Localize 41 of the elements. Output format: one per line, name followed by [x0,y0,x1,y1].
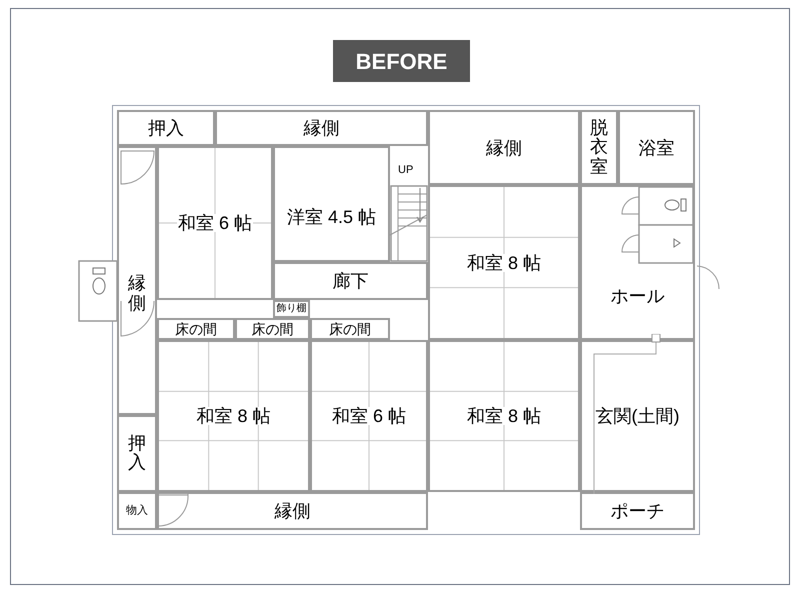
room-outline [157,492,428,530]
room-outline [215,110,428,146]
room-outline [117,110,215,146]
room-label: 和室 8 帖 [466,254,542,272]
room-outline [157,318,235,340]
room-outline [580,340,695,492]
room-label: 縁側 [274,502,312,520]
room-label: 物入 [125,506,149,516]
room-label: 浴室 [638,138,676,156]
room-outline [273,262,428,300]
room-outline [117,492,157,530]
room-label: 押入 [127,434,147,474]
room-outline [117,415,157,492]
room-label: 和室 6 帖 [177,214,253,232]
stair-direction-label: UP [398,165,414,176]
room-outline [580,110,618,185]
room-outline [273,300,310,318]
room-label: 飾り棚 [276,304,308,314]
room-outline [273,146,390,262]
title-banner: BEFORE [333,40,470,82]
room-label: 床の間 [174,322,218,336]
room-label: ホール [610,286,666,305]
room-outline [117,146,157,415]
room-outline [618,110,695,185]
room-label: 床の間 [250,322,294,336]
room-label: 和室 6 帖 [331,407,407,425]
room-label: ポーチ [610,502,666,520]
room-label: 玄関(土間) [594,407,680,425]
room-label: 縁側 [127,274,147,314]
room-label: 床の間 [328,322,372,336]
room-label: 廊下 [332,272,370,290]
room-outline [310,318,390,340]
room-outline [235,318,310,340]
room-label: 縁側 [485,138,523,156]
room-outline [428,110,580,185]
room-label: 押入 [147,119,185,137]
room-label: 洋室 4.5 帖 [286,208,378,226]
room-outline [580,492,695,530]
room-label: 和室 8 帖 [466,407,542,425]
room-label: 縁側 [302,119,340,137]
room-label: 和室 8 帖 [196,407,272,425]
